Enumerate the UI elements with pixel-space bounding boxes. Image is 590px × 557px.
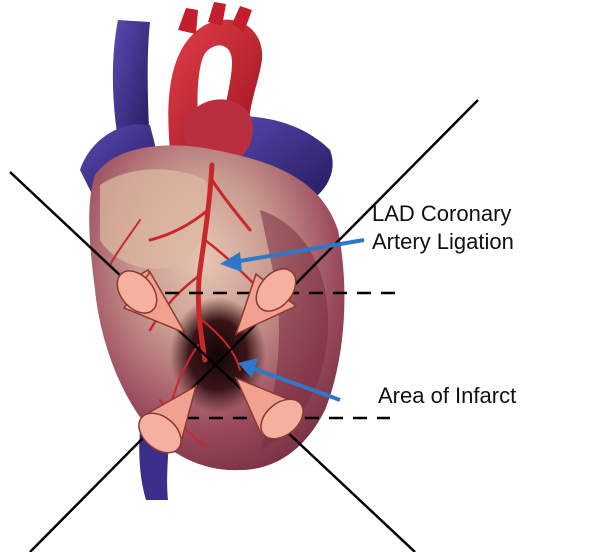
aorta-branch-1 (178, 8, 198, 34)
lad-label-line2: Artery Ligation (372, 228, 514, 256)
lad-label-line1: LAD Coronary (372, 200, 514, 228)
lad-ligation-label: LAD Coronary Artery Ligation (372, 200, 514, 256)
infarct-label: Area of Infarct (378, 382, 516, 410)
